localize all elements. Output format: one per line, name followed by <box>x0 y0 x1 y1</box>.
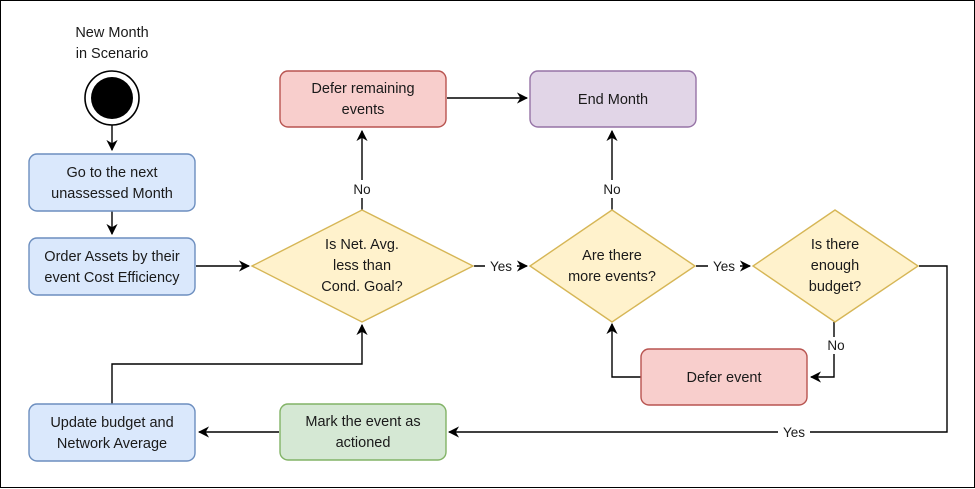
node-end-month-line-1: End Month <box>578 92 648 108</box>
decision-net-avg-line-3: Cond. Goal? <box>321 279 402 295</box>
node-defer-remaining-line-2: events <box>342 102 385 118</box>
decision-budget-shape <box>751 209 920 323</box>
decision-budget-line-1: Is there <box>811 237 859 253</box>
label-budget-no: No <box>827 338 844 353</box>
node-order-assets-line-1: Order Assets by their <box>44 249 180 265</box>
node-next-month-line-2: unassessed Month <box>51 186 173 202</box>
decision-more-events-line-1: Are there <box>582 248 642 264</box>
decision-budget: Is there enough budget? <box>751 209 920 323</box>
node-defer-remaining-line-1: Defer remaining <box>311 81 414 97</box>
node-order-assets-box <box>28 237 196 296</box>
decision-net-avg-line-2: less than <box>333 258 391 274</box>
node-update-budget-line-2: Network Average <box>57 436 167 452</box>
start-node: New Month in Scenario <box>75 25 149 126</box>
node-order-assets: Order Assets by their event Cost Efficie… <box>28 237 196 296</box>
decision-net-avg: Is Net. Avg. less than Cond. Goal? <box>250 209 475 323</box>
edge-update-budget-to-net-avg <box>111 323 368 404</box>
edge-budget-yes-to-mark-actioned <box>447 265 948 438</box>
label-net-avg-no: No <box>353 182 370 197</box>
label-budget-yes: Yes <box>783 425 805 440</box>
node-defer-remaining: Defer remaining events <box>279 70 447 128</box>
node-defer-event-line-1: Defer event <box>687 370 762 386</box>
decision-more-events-shape <box>528 209 697 323</box>
start-label-line-2: in Scenario <box>76 46 149 62</box>
start-label-line-1: New Month <box>75 25 148 41</box>
node-next-month: Go to the next unassessed Month <box>28 153 196 212</box>
node-order-assets-line-2: event Cost Efficiency <box>44 270 180 286</box>
decision-more-events: Are there more events? <box>528 209 697 323</box>
start-circle-inner <box>91 77 133 119</box>
label-more-events-yes: Yes <box>713 259 735 274</box>
node-mark-actioned-line-1: Mark the event as <box>305 414 420 430</box>
node-end-month-box <box>529 70 697 128</box>
node-mark-actioned: Mark the event as actioned <box>279 403 447 461</box>
label-more-events-no: No <box>603 182 620 197</box>
node-defer-remaining-box <box>279 70 447 128</box>
node-update-budget-box <box>28 403 196 462</box>
node-mark-actioned-line-2: actioned <box>336 435 391 451</box>
node-next-month-box <box>28 153 196 212</box>
label-net-avg-yes: Yes <box>490 259 512 274</box>
node-defer-event-box <box>640 348 808 406</box>
node-defer-event: Defer event <box>640 348 808 406</box>
node-end-month: End Month <box>529 70 697 128</box>
decision-budget-line-2: enough <box>811 258 859 274</box>
edge-labels: No Yes No Yes No Yes <box>350 180 848 441</box>
node-update-budget-line-1: Update budget and <box>50 415 173 431</box>
node-next-month-line-1: Go to the next <box>66 165 157 181</box>
edges <box>106 92 948 438</box>
decision-net-avg-line-1: Is Net. Avg. <box>325 237 399 253</box>
decision-budget-line-3: budget? <box>809 279 861 295</box>
node-update-budget: Update budget and Network Average <box>28 403 196 462</box>
edge-defer-event-to-more-events <box>606 322 641 378</box>
decision-net-avg-shape <box>250 209 475 323</box>
node-mark-actioned-box <box>279 403 447 461</box>
decision-more-events-line-2: more events? <box>568 269 656 285</box>
